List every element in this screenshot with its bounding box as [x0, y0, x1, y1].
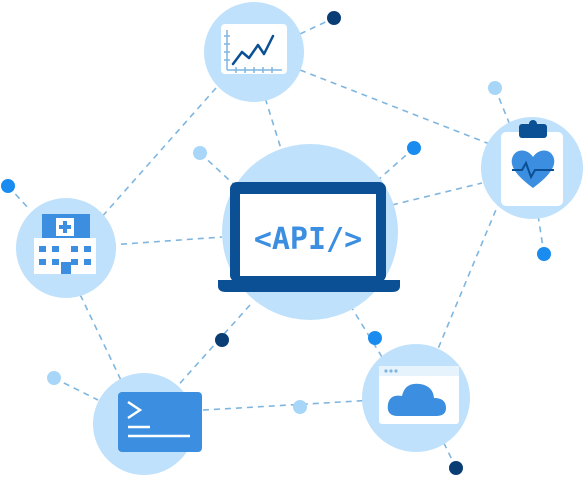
dot [47, 371, 61, 385]
cloud-icon [379, 366, 459, 424]
laptop-icon: <API/> [218, 182, 400, 292]
dot [1, 179, 15, 193]
dot [293, 400, 307, 414]
api-label: <API/> [254, 222, 362, 257]
connector-line [299, 69, 506, 151]
connector-line [377, 147, 415, 181]
terminal-icon [118, 392, 202, 452]
line-chart-icon [221, 24, 287, 74]
dot [215, 333, 229, 347]
dot [488, 81, 502, 95]
dot [368, 331, 382, 345]
connector-line [53, 377, 99, 401]
connector-line [109, 236, 223, 246]
dot [327, 11, 341, 25]
connector-line [494, 87, 511, 126]
connector-dots [1, 11, 551, 475]
dot [193, 146, 207, 160]
connector-line [169, 399, 376, 413]
clipboard-heart-icon [501, 120, 563, 206]
connector-line [391, 182, 483, 206]
connector-line [91, 87, 217, 229]
dot [407, 141, 421, 155]
dot [537, 247, 551, 261]
dot [449, 461, 463, 475]
connector-line [164, 304, 251, 401]
hospital-icon [34, 214, 96, 274]
